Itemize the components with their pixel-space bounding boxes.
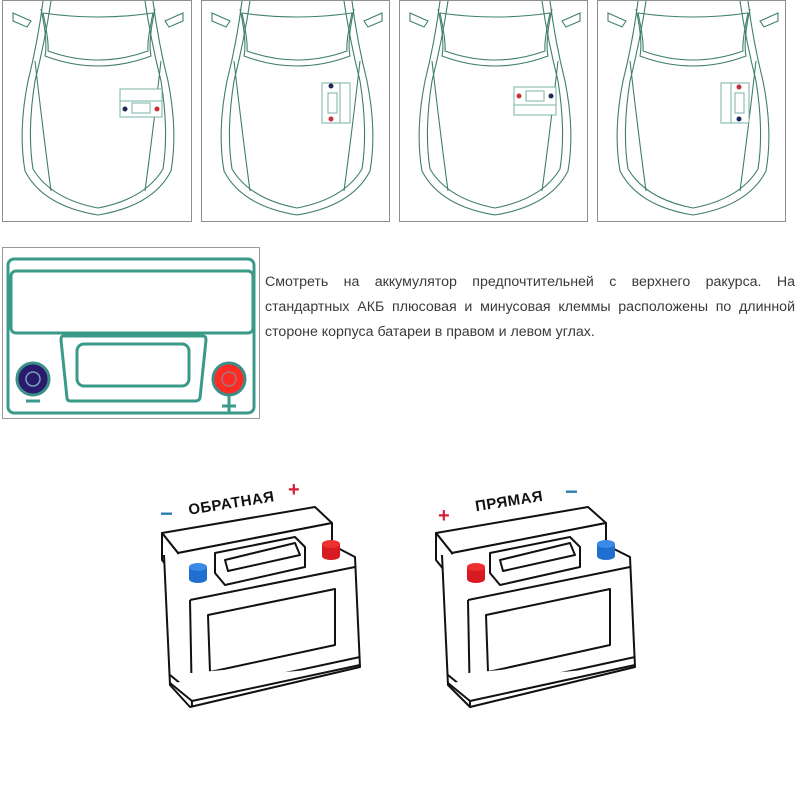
plus-terminal-cap-icon bbox=[322, 540, 340, 560]
car-outline-icon bbox=[12, 1, 184, 216]
car-view-3 bbox=[399, 0, 588, 222]
car-view-4 bbox=[597, 0, 786, 222]
battery-location-icon bbox=[513, 86, 557, 116]
car-outline-icon bbox=[211, 1, 383, 216]
description-text: Смотреть на аккумулятор предпочтительней… bbox=[265, 274, 795, 340]
plus-sign: + bbox=[288, 479, 300, 501]
battery-location-icon bbox=[321, 82, 351, 124]
battery-3d-icon bbox=[161, 506, 361, 708]
minus-terminal-cap-icon bbox=[189, 563, 207, 583]
battery-location-icon bbox=[720, 82, 750, 124]
battery-direct-polarity: + ПРЯМАЯ − bbox=[420, 475, 640, 715]
battery-reverse-polarity: − ОБРАТНАЯ + bbox=[150, 475, 370, 715]
minus-terminal-icon bbox=[15, 361, 51, 403]
minus-sign: − bbox=[565, 479, 578, 504]
car-outline-icon bbox=[607, 1, 779, 216]
plus-sign: + bbox=[438, 505, 450, 527]
car-view-2 bbox=[201, 0, 390, 222]
minus-terminal-cap-icon bbox=[597, 540, 615, 560]
battery-top-view bbox=[2, 247, 260, 419]
minus-sign: − bbox=[160, 501, 173, 526]
battery-diagram-icon bbox=[6, 257, 256, 415]
battery-location-icon bbox=[119, 88, 163, 118]
battery-3d-icon bbox=[435, 506, 636, 708]
plus-terminal-icon bbox=[211, 361, 247, 414]
plus-terminal-cap-icon bbox=[467, 563, 485, 583]
car-outline-icon bbox=[409, 1, 581, 216]
car-view-1 bbox=[2, 0, 192, 222]
